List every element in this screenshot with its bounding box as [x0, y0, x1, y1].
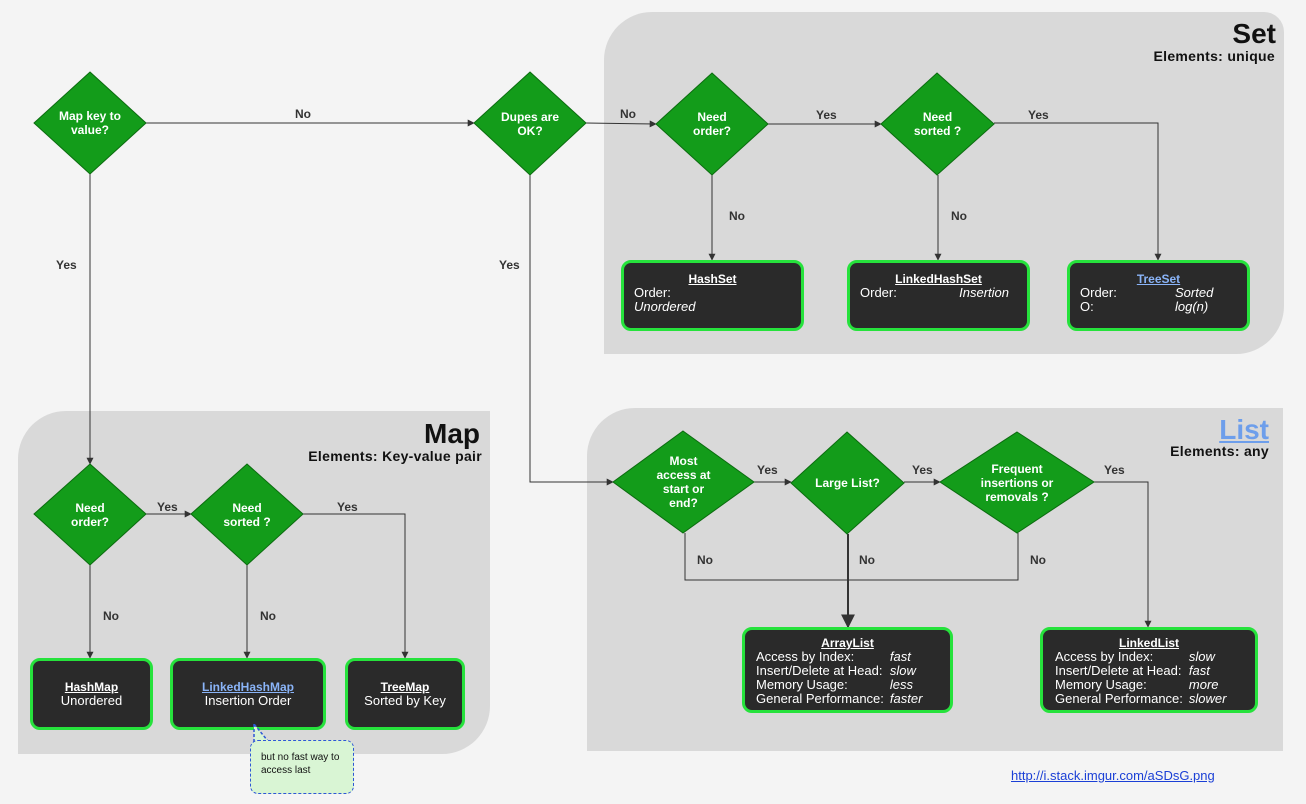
node-arraylist: ArrayList Access by Index: fast Insert/De… — [742, 627, 953, 713]
edge-label-set-sorted-yes: Yes — [1028, 108, 1049, 122]
node-linkedhashset: LinkedHashSet Order: Insertion — [847, 260, 1030, 331]
treeset-order-value: Sorted — [1175, 285, 1214, 300]
edge-label-list-access-yes: Yes — [757, 463, 778, 477]
decision-map-need-order: Need order? — [33, 463, 147, 566]
set-panel-title: Set — [1232, 18, 1276, 49]
linkedhashset-order-value: Insertion — [959, 285, 1009, 300]
linkedhashmap-callout: but no fast way to access last — [250, 740, 354, 794]
linkedlist-row-label: General Performance: — [1055, 691, 1183, 706]
edge-label-dupes-yes: Yes — [499, 258, 520, 272]
edge-label-map-order-yes: Yes — [157, 500, 178, 514]
edge-label-map-order-no: No — [103, 609, 119, 623]
linkedlist-row-value: slower — [1188, 691, 1227, 706]
treeset-order-label: Order: — [1080, 285, 1117, 300]
treemap-title: TreeMap — [380, 680, 430, 694]
node-treemap: TreeMap Sorted by Key — [345, 658, 465, 730]
decision-list-frequent-insertions: Frequent insertions or removals ? — [939, 431, 1095, 534]
arraylist-row-label: General Performance: — [756, 691, 884, 706]
hashmap-title: HashMap — [64, 680, 119, 694]
decision-list-large: Large List? — [790, 431, 905, 535]
arraylist-title: ArrayList — [821, 636, 874, 650]
hashset-order-label: Order: — [634, 285, 671, 300]
linkedhashmap-desc: Insertion Order — [204, 693, 292, 708]
edge-label-set-order-yes: Yes — [816, 108, 837, 122]
linkedlist-row-value: slow — [1188, 649, 1215, 664]
node-linkedhashmap: LinkedHashMap Insertion Order — [170, 658, 326, 730]
arraylist-row-value: less — [889, 677, 914, 692]
linkedlist-row-label: Access by Index: — [1055, 649, 1154, 664]
linkedhashmap-title[interactable]: LinkedHashMap — [201, 680, 294, 694]
node-hashmap: HashMap Unordered — [30, 658, 153, 730]
treemap-desc: Sorted by Key — [364, 693, 446, 708]
treeset-title[interactable]: TreeSet — [1136, 272, 1181, 286]
decision-set-need-sorted: Need sorted ? — [880, 72, 995, 176]
edge-label-dupes-no: No — [620, 107, 636, 121]
treeset-o-label: O: — [1080, 299, 1094, 314]
decision-map-key-to-value: Map key to value? — [33, 71, 147, 175]
linkedhashset-title: LinkedHashSet — [895, 272, 982, 286]
node-linkedlist: LinkedList Access by Index: slow Insert/D… — [1040, 627, 1258, 713]
edge-label-list-access-no: No — [697, 553, 713, 567]
hashset-title: HashSet — [688, 272, 737, 286]
hashmap-desc: Unordered — [60, 693, 123, 708]
linkedlist-row-label: Insert/Delete at Head: — [1055, 663, 1182, 678]
edge-label-map-sorted-yes: Yes — [337, 500, 358, 514]
edge-label-map-key-no: No — [295, 107, 311, 121]
arraylist-row-label: Memory Usage: — [756, 677, 848, 692]
arraylist-row-value: faster — [889, 691, 923, 706]
edge-label-list-large-no: No — [859, 553, 875, 567]
node-hashset: HashSet Order: Unordered — [621, 260, 804, 331]
arraylist-row-label: Access by Index: — [756, 649, 855, 664]
hashset-order-value: Unordered — [634, 299, 696, 314]
edge-label-set-order-no: No — [729, 209, 745, 223]
node-treeset: TreeSet Order: Sorted O: log(n) — [1067, 260, 1250, 331]
edge-label-map-key-yes: Yes — [56, 258, 77, 272]
treeset-o-value: log(n) — [1175, 299, 1209, 314]
linkedlist-row-value: fast — [1188, 663, 1210, 678]
set-panel-subtitle: Elements: unique — [1153, 48, 1275, 64]
arraylist-row-label: Insert/Delete at Head: — [756, 663, 883, 678]
list-panel-subtitle: Elements: any — [1170, 443, 1269, 459]
list-panel-title[interactable]: List — [1219, 414, 1269, 445]
linkedhashset-order-label: Order: — [860, 285, 897, 300]
linkedlist-title: LinkedList — [1118, 636, 1179, 650]
edge-label-list-large-yes: Yes — [912, 463, 933, 477]
source-url-link[interactable]: http://i.stack.imgur.com/aSDsG.png — [1011, 768, 1215, 783]
arraylist-row-value: slow — [889, 663, 916, 678]
edge-label-list-freq-yes: Yes — [1104, 463, 1125, 477]
edge-label-set-sorted-no: No — [951, 209, 967, 223]
decision-list-access-start-end: Most access at start or end? — [612, 430, 755, 534]
decision-map-need-sorted: Need sorted ? — [190, 463, 304, 566]
linkedlist-row-value: more — [1188, 677, 1219, 692]
map-panel-subtitle: Elements: Key-value pair — [308, 448, 482, 464]
edge-label-list-freq-no: No — [1030, 553, 1046, 567]
edge-label-map-sorted-no: No — [260, 609, 276, 623]
decision-dupes-ok: Dupes are OK? — [473, 71, 587, 176]
arraylist-row-value: fast — [889, 649, 911, 664]
linkedlist-row-label: Memory Usage: — [1055, 677, 1147, 692]
map-panel-title: Map — [424, 418, 480, 449]
decision-set-need-order: Need order? — [655, 72, 769, 176]
